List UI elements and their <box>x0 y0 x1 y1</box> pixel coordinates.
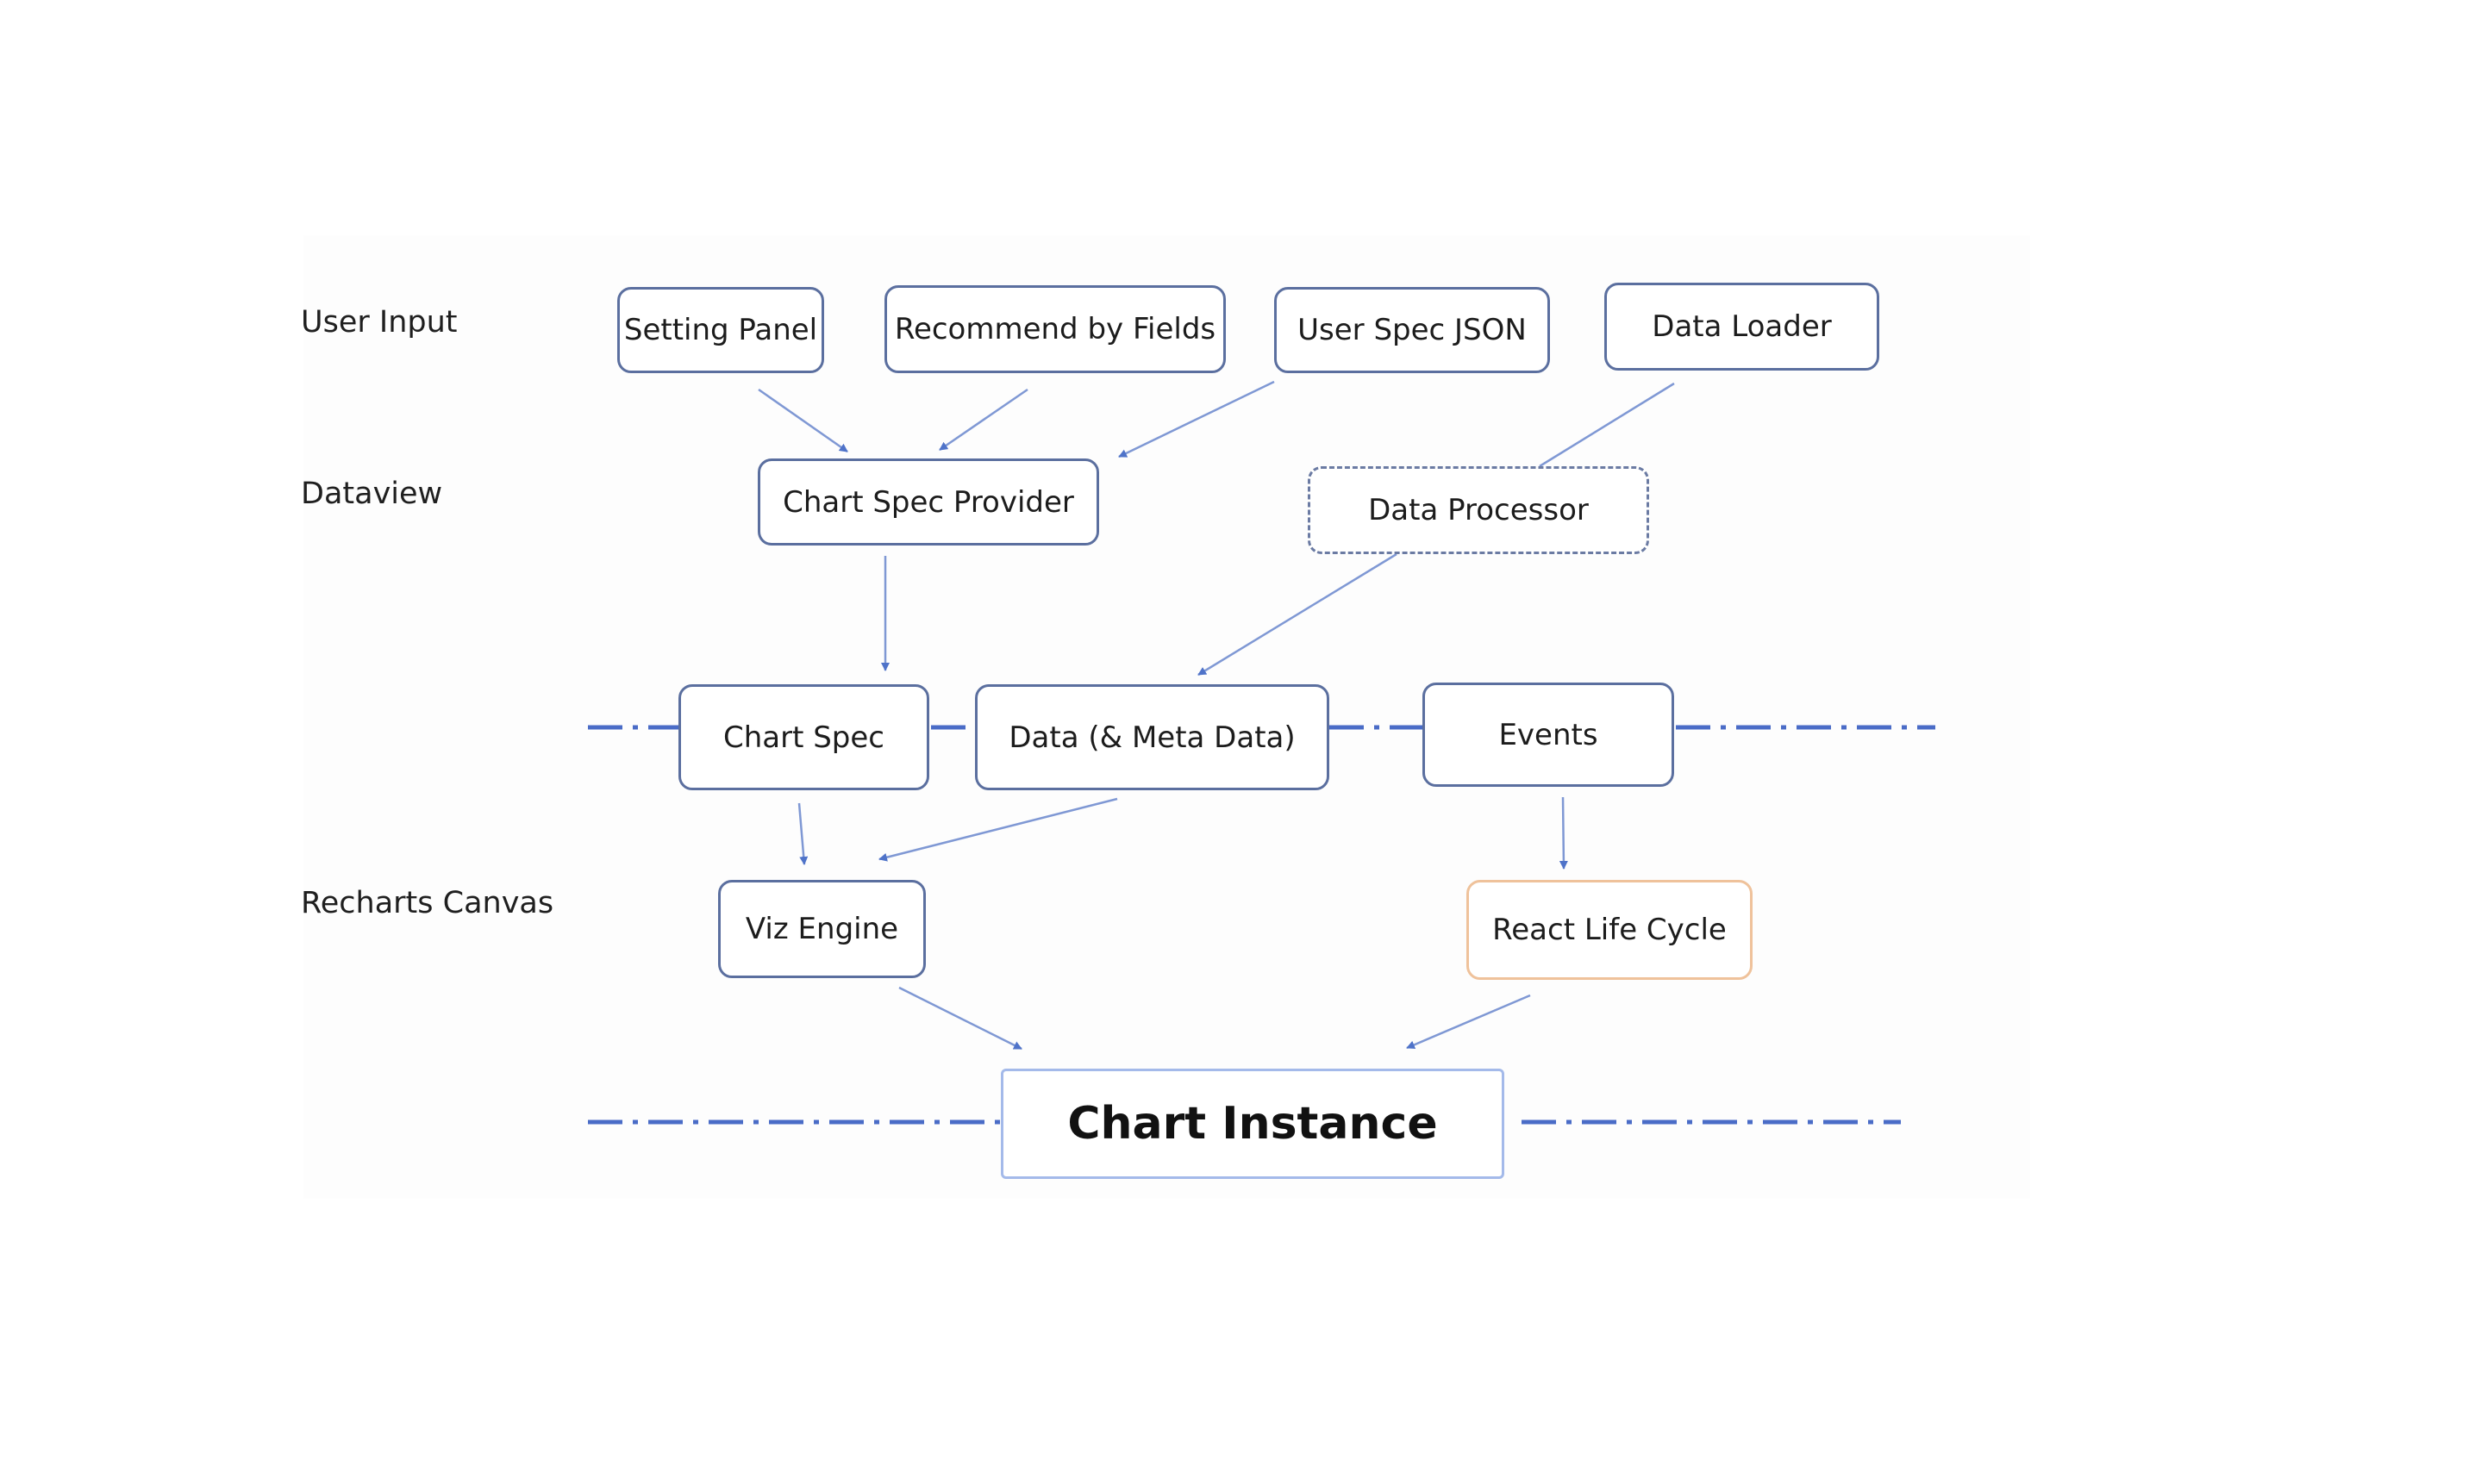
arrow-data-to-viz <box>878 797 1118 862</box>
arrow-react-to-instance <box>1406 994 1531 1050</box>
node-chart-instance[interactable]: Chart Instance <box>1001 1069 1504 1179</box>
arrow-viz-to-instance <box>898 986 1022 1051</box>
arrow-recommend-to-provider <box>939 388 1028 452</box>
node-chart-spec-provider[interactable]: Chart Spec Provider <box>758 458 1099 546</box>
arrow-processor-to-data <box>1197 552 1397 677</box>
row-label-recharts-canvas: Recharts Canvas <box>301 886 554 920</box>
row-label-user-input: User Input <box>301 305 458 340</box>
arrow-chartspec-to-viz <box>797 802 809 865</box>
node-chart-spec[interactable]: Chart Spec <box>678 684 929 790</box>
row-label-dataview: Dataview <box>301 477 443 511</box>
arrow-events-to-react <box>1559 796 1568 870</box>
arrow-setting-panel-to-provider <box>758 388 848 453</box>
node-data-processor[interactable]: Data Processor <box>1308 466 1649 554</box>
arrow-userspec-to-provider <box>1118 380 1275 458</box>
node-events[interactable]: Events <box>1422 683 1674 787</box>
node-user-spec-json[interactable]: User Spec JSON <box>1274 287 1550 373</box>
node-viz-engine[interactable]: Viz Engine <box>718 880 926 978</box>
node-data-loader[interactable]: Data Loader <box>1604 283 1879 371</box>
node-setting-panel[interactable]: Setting Panel <box>617 287 824 373</box>
node-data-meta-data[interactable]: Data (& Meta Data) <box>975 684 1329 790</box>
line-loader-to-processor <box>1539 382 1675 468</box>
node-recommend-by-fields[interactable]: Recommend by Fields <box>884 285 1226 373</box>
node-react-life-cycle[interactable]: React Life Cycle <box>1466 880 1753 980</box>
